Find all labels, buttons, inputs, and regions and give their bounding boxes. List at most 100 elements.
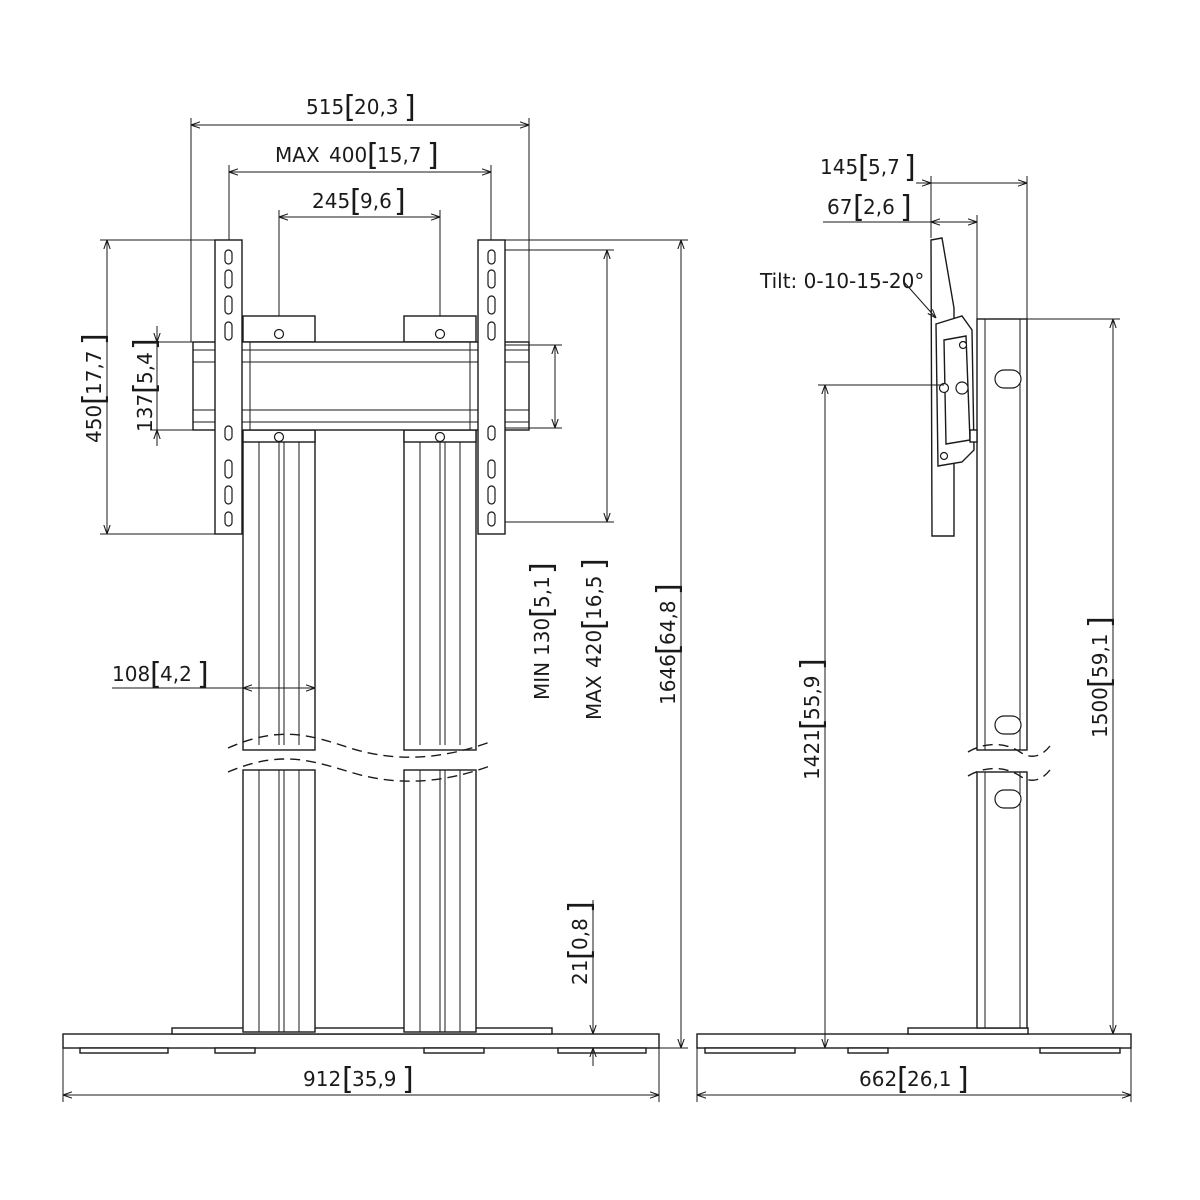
front-base-feet (79, 1047, 647, 1054)
front-crossbar (192, 341, 530, 431)
svg-text:]: ] (577, 558, 612, 570)
dim-bracket-spacing: 245 [ 9,6 ] (278, 184, 441, 316)
front-left-column (242, 429, 316, 1033)
dim-width-overall-inch: 20,3 (354, 95, 399, 119)
svg-text:[: [ (367, 138, 379, 173)
dim-crossbar-height-inch: 5,4 (133, 352, 157, 384)
svg-text:]: ] (197, 657, 209, 692)
svg-text:]: ] (1083, 616, 1118, 628)
svg-text:]: ] (525, 562, 560, 574)
side-break-line-upper (967, 743, 1051, 757)
svg-text:[: [ (342, 1062, 354, 1097)
dim-min-hole-height-prefix: MIN (530, 662, 554, 700)
dim-depth-overall-inch: 5,7 (868, 155, 900, 179)
dim-max-hole-height-inch: 16,5 (582, 575, 606, 620)
dim-column-height-mm: 1500 (1088, 687, 1112, 738)
svg-text:[: [ (1083, 676, 1118, 688)
side-tilt-mount (930, 237, 978, 537)
dim-max-hole-height: MAX 420 [ 16,5 ] (505, 249, 614, 720)
svg-text:]: ] (77, 333, 112, 345)
svg-text:]: ] (563, 901, 598, 913)
dim-base-depth-mm: 662 (859, 1067, 897, 1091)
dim-max-hole-height-prefix: MAX (582, 675, 606, 720)
dim-crossbar-height-mm: 137 (133, 394, 157, 432)
svg-text:[: [ (563, 948, 598, 960)
svg-text:]: ] (900, 190, 912, 225)
svg-text:]: ] (128, 338, 163, 350)
dim-base-plate-height-inch: 0,8 (568, 918, 592, 950)
front-base-top (171, 1027, 553, 1035)
dim-max-hole-width-inch: 15,7 (377, 143, 422, 167)
side-base-feet (704, 1047, 1121, 1054)
svg-text:[: [ (651, 643, 686, 655)
dim-column-width-inch: 4,2 (160, 662, 192, 686)
dim-bracket-height-inch: 17,7 (82, 350, 106, 395)
svg-text:]: ] (651, 583, 686, 595)
svg-text:[: [ (858, 150, 870, 185)
svg-text:[: [ (577, 618, 612, 630)
svg-text:[: [ (795, 718, 830, 730)
svg-text:[: [ (853, 190, 865, 225)
dim-depth-overall-mm: 145 (820, 155, 858, 179)
dim-total-height-mm: 1646 (656, 654, 680, 705)
dim-column-height: 1500 [ 59,1 ] (1027, 318, 1131, 1035)
dim-column-height-inch: 59,1 (1088, 633, 1112, 678)
svg-text:[: [ (897, 1062, 909, 1097)
svg-text:[: [ (77, 393, 112, 405)
dim-base-width-inch: 35,9 (352, 1067, 397, 1091)
dim-center-height: 1421 [ 55,9 ] (795, 384, 944, 1048)
dim-min-hole-height-inch: 5,1 (530, 576, 554, 608)
dim-bracket-depth-mm: 67 (827, 195, 852, 219)
front-left-vesa-bracket (214, 239, 243, 535)
tilt-label: Tilt: 0-10-15-20° (759, 269, 924, 293)
svg-text:]: ] (394, 184, 406, 219)
front-right-column (403, 429, 477, 1033)
dim-base-depth-inch: 26,1 (907, 1067, 952, 1091)
front-right-vesa-bracket (477, 239, 506, 535)
dim-bracket-depth-inch: 2,6 (863, 195, 895, 219)
dim-column-width-mm: 108 (112, 662, 150, 686)
svg-text:]: ] (795, 658, 830, 670)
svg-text:[: [ (350, 184, 362, 219)
side-column (976, 318, 1028, 1029)
svg-text:]: ] (957, 1062, 969, 1097)
svg-text:]: ] (402, 1062, 414, 1097)
dim-bracket-spacing-mm: 245 (312, 189, 350, 213)
side-base-plate (696, 1033, 1132, 1049)
side-break-line-lower (967, 767, 1051, 781)
svg-text:]: ] (404, 90, 416, 125)
dim-bracket-height: 450 [ 17,7 ] (77, 239, 215, 535)
dim-max-hole-width: MAX 400 [ 15,7 ] (228, 138, 492, 240)
svg-text:[: [ (128, 382, 163, 394)
svg-text:]: ] (904, 150, 916, 185)
dim-base-width: 912 [ 35,9 ] (62, 1048, 660, 1102)
dim-bracket-depth: 67 [ 2,6 ] (823, 190, 978, 319)
dim-depth-overall: 145 [ 5,7 ] (820, 150, 1028, 319)
front-view: 515 [ 20,3 ] MAX 400 [ 15,7 ] 245 [ 9,6 … (62, 90, 688, 1102)
dim-max-hole-height-mm: 420 (582, 630, 606, 668)
dim-min-hole-height: MIN 130 [ 5,1 ] (505, 344, 562, 700)
dim-max-hole-width-prefix: MAX (275, 143, 320, 167)
svg-text:]: ] (427, 138, 439, 173)
dim-total-height-inch: 64,8 (656, 600, 680, 645)
dim-center-height-inch: 55,9 (800, 675, 824, 720)
dim-column-width: 108 [ 4,2 ] (112, 657, 315, 692)
dim-bracket-height-mm: 450 (82, 405, 106, 443)
front-base-plate (62, 1033, 660, 1049)
dim-total-height: 1646 [ 64,8 ] (505, 239, 688, 1049)
dim-max-hole-width-mm: 400 (329, 143, 367, 167)
dim-width-overall-mm: 515 (306, 95, 344, 119)
svg-text:[: [ (150, 657, 162, 692)
dim-base-width-mm: 912 (303, 1067, 341, 1091)
svg-text:[: [ (344, 90, 356, 125)
svg-text:[: [ (525, 606, 560, 618)
side-base-top (907, 1027, 1029, 1035)
dim-min-hole-height-mm: 130 (530, 618, 554, 656)
dim-base-plate-height: 21 [ 0,8 ] (552, 900, 600, 1066)
dim-base-plate-height-mm: 21 (568, 960, 592, 985)
tilt-callout: Tilt: 0-10-15-20° (759, 269, 936, 318)
dim-base-depth: 662 [ 26,1 ] (696, 1048, 1132, 1102)
side-view: 145 [ 5,7 ] 67 [ 2,6 ] Tilt: 0-10-15-20°… (696, 150, 1132, 1102)
dim-center-height-mm: 1421 (800, 729, 824, 780)
